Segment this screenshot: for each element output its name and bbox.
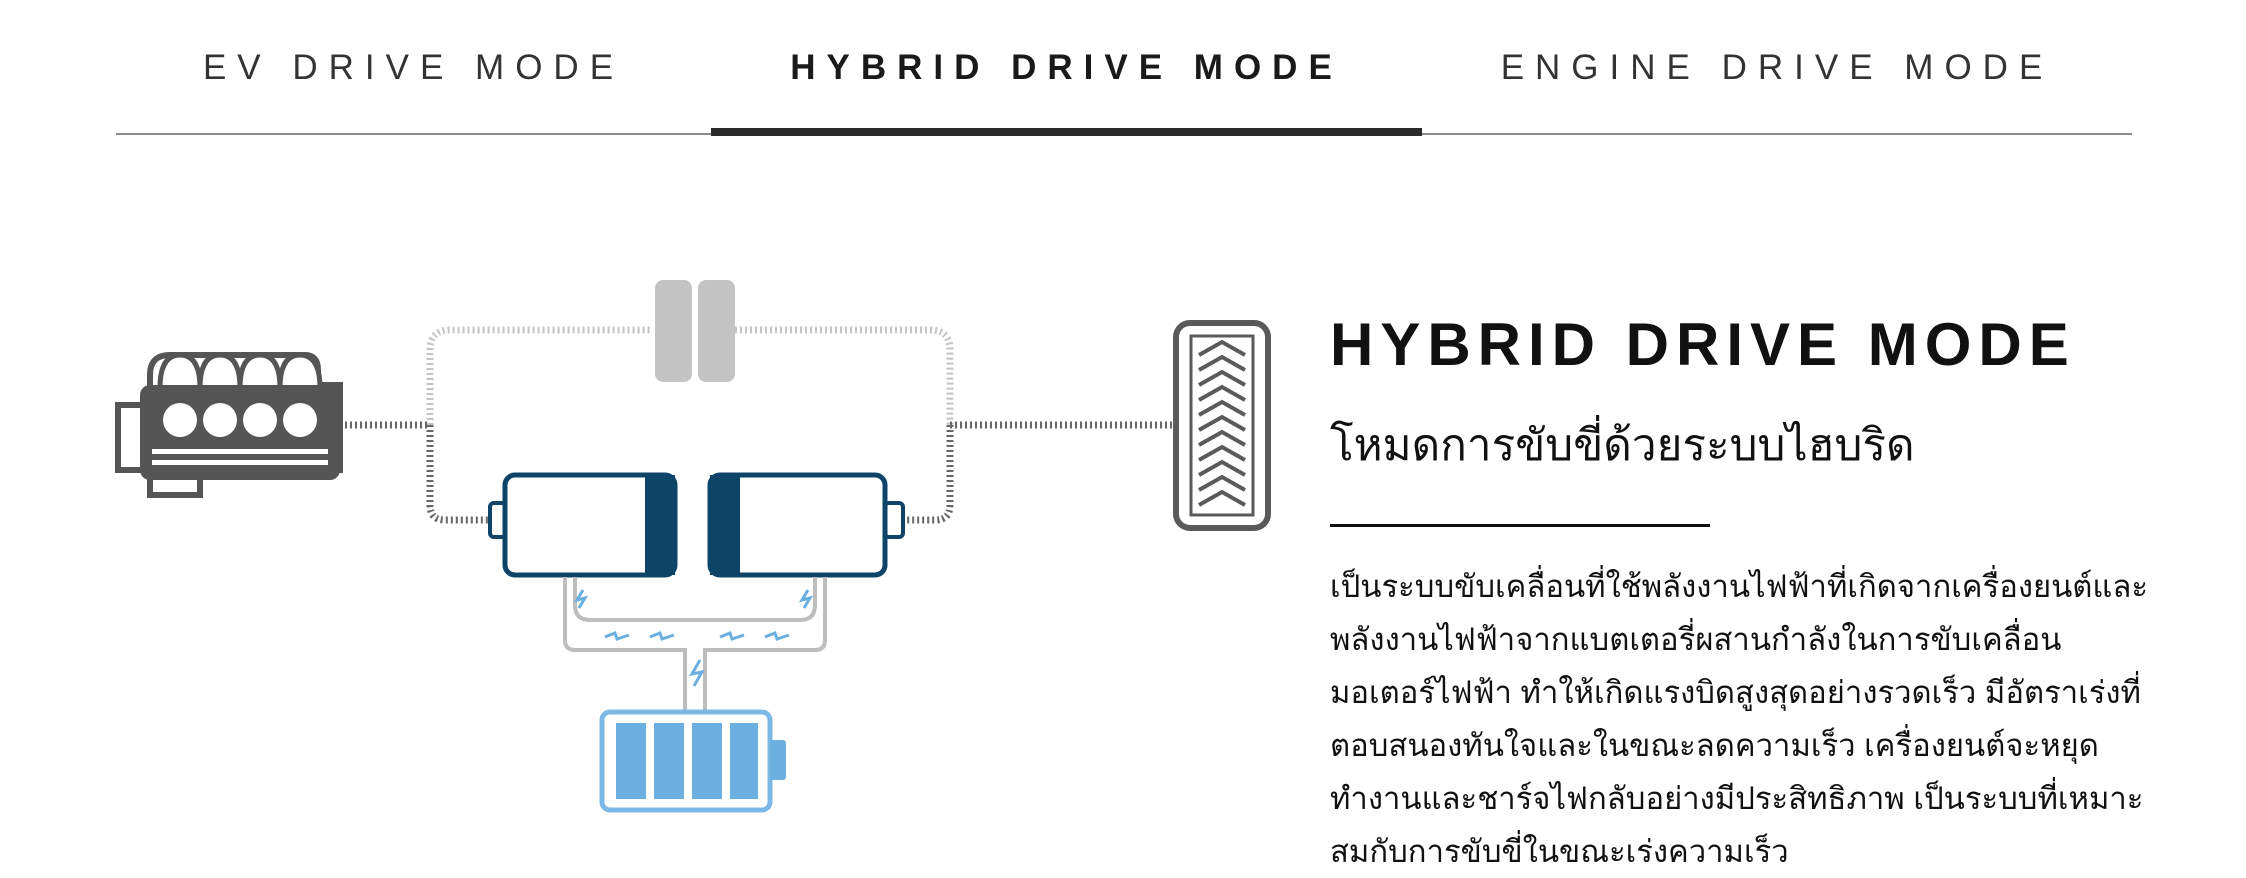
power-flow-lines [340,326,1175,524]
drive-mode-tabs: EV DRIVE MODE HYBRID DRIVE MODE ENGINE D… [116,0,2132,136]
mode-description: เป็นระบบขับเคลื่อนที่ใช้พลังงานไฟฟ้าที่เ… [1330,569,2149,869]
title-divider [1330,524,1710,527]
motor-icon [707,472,905,578]
generator-icon [488,472,678,578]
hybrid-drive-diagram [115,280,1271,813]
tab-ev-drive-mode[interactable]: EV DRIVE MODE [202,48,625,87]
tab-engine-drive-mode[interactable]: ENGINE DRIVE MODE [1500,48,2054,87]
tab-hybrid-drive-mode[interactable]: HYBRID DRIVE MODE [790,48,1343,87]
electric-bolt-icons [573,589,814,687]
mode-title: HYBRID DRIVE MODE [1330,311,2076,378]
clutch-icon [655,280,735,382]
active-tab-indicator [711,128,1422,136]
engine-icon [115,352,343,498]
mode-subtitle: โหมดการขับขี่ด้วยระบบไฮบริด [1330,421,1915,470]
wheel-icon [1173,320,1271,531]
battery-icon [599,709,786,813]
electric-link-lines [563,577,827,712]
